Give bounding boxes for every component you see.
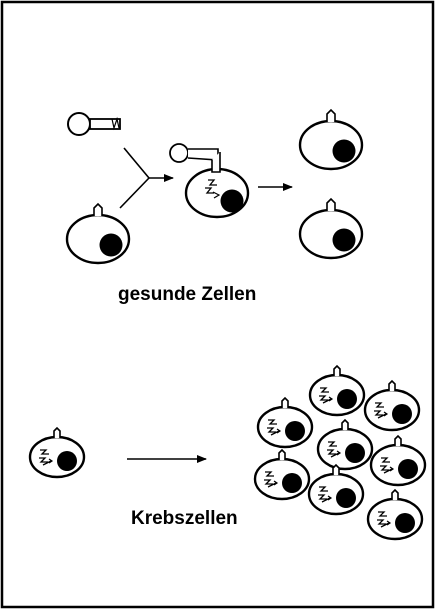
cancer-cell-cluster (253, 364, 427, 541)
converge-line-upper (123, 147, 150, 179)
key-icon (67, 112, 121, 136)
converge-line-lower (119, 177, 150, 209)
healthy-cell-signaling (169, 143, 250, 219)
healthy-cell-daughter-top (298, 108, 364, 171)
healthy-cell-receiving (65, 202, 131, 265)
label-cancer-cells: Krebszellen (131, 508, 238, 529)
cancer-cell-single (28, 426, 86, 479)
label-healthy-cells: gesunde Zellen (118, 284, 257, 305)
healthy-cell-daughter-bottom (298, 197, 364, 260)
